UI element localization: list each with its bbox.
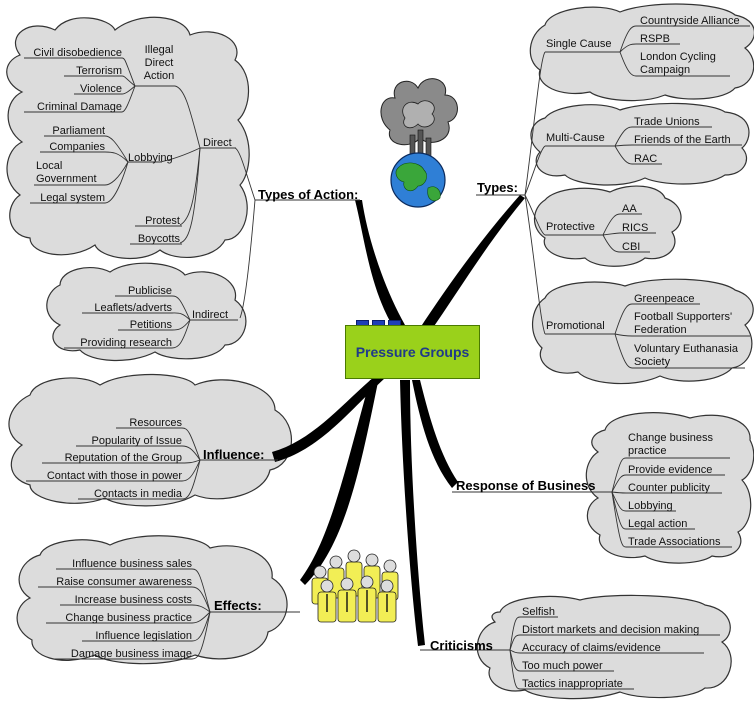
- cloud-response: [585, 412, 754, 564]
- central-topic[interactable]: Pressure Groups: [345, 325, 480, 379]
- main-branches: [272, 195, 525, 646]
- protective-item-1[interactable]: AA: [622, 203, 637, 215]
- branch-to-types-of-action: [355, 200, 405, 330]
- criticisms-item-4[interactable]: Too much power: [522, 660, 603, 672]
- response-item-4[interactable]: Lobbying: [628, 500, 673, 512]
- illegal-item-3[interactable]: Violence: [80, 83, 122, 95]
- multi-cause-item-1[interactable]: Trade Unions: [634, 116, 700, 128]
- promotional-item-2[interactable]: Football Supporters' Federation: [634, 311, 733, 336]
- lobbying-item-3[interactable]: Local Government: [36, 160, 97, 185]
- influence-item-3[interactable]: Reputation of the Group: [64, 452, 182, 464]
- direct-item-boycotts[interactable]: Boycotts: [137, 233, 180, 245]
- protective-label[interactable]: Protective: [546, 221, 595, 233]
- effects-item-1[interactable]: Influence business sales: [72, 558, 192, 570]
- influence-label[interactable]: Influence:: [203, 447, 265, 462]
- central-topic-label: Pressure Groups: [355, 344, 470, 360]
- multi-cause-label[interactable]: Multi-Cause: [546, 132, 605, 144]
- single-cause-item-3[interactable]: London Cycling Campaign: [640, 51, 716, 76]
- branch-to-influence: [272, 372, 385, 462]
- branch-to-effects: [300, 380, 378, 585]
- cloud-shapes: [6, 3, 754, 700]
- influence-item-4[interactable]: Contact with those in power: [46, 470, 182, 482]
- polluted-globe-icon: [380, 78, 458, 208]
- influence-item-5[interactable]: Contacts in media: [93, 488, 182, 500]
- single-cause-label[interactable]: Single Cause: [546, 38, 612, 50]
- types-of-action-label[interactable]: Types of Action:: [258, 187, 359, 202]
- indirect-item-2[interactable]: Leaflets/adverts: [94, 302, 172, 314]
- cloud-effects: [16, 535, 288, 665]
- single-cause-item-1[interactable]: Countryside Alliance: [640, 15, 740, 27]
- direct-item-protest[interactable]: Protest: [145, 215, 180, 227]
- cloud-direct-action: [6, 16, 250, 259]
- protective-item-3[interactable]: CBI: [622, 241, 641, 253]
- response-item-6[interactable]: Trade Associations: [628, 536, 721, 548]
- single-cause-item-2[interactable]: RSPB: [640, 33, 670, 45]
- response-item-3[interactable]: Counter publicity: [628, 482, 710, 494]
- promotional-item-1[interactable]: Greenpeace: [634, 293, 695, 305]
- criticisms-label[interactable]: Criticisms: [430, 638, 493, 653]
- multi-cause-item-3[interactable]: RAC: [634, 153, 658, 165]
- illegal-item-1[interactable]: Civil disobedience: [33, 47, 122, 59]
- response-item-2[interactable]: Provide evidence: [628, 464, 713, 476]
- protective-item-2[interactable]: RICS: [622, 222, 649, 234]
- branch-to-response: [412, 380, 458, 488]
- response-item-5[interactable]: Legal action: [628, 518, 688, 530]
- indirect-label[interactable]: Indirect: [192, 309, 229, 321]
- promotional-item-3[interactable]: Voluntary Euthanasia Society: [634, 343, 738, 368]
- cloud-indirect: [46, 262, 247, 361]
- influence-item-2[interactable]: Popularity of Issue: [91, 435, 183, 447]
- lobbying-item-2[interactable]: Companies: [49, 141, 105, 153]
- indirect-item-1[interactable]: Publicise: [127, 285, 172, 297]
- cloud-criticisms: [476, 594, 732, 700]
- illegal-item-4[interactable]: Criminal Damage: [37, 101, 122, 113]
- cloud-multi-cause: [530, 102, 750, 186]
- multi-cause-item-2[interactable]: Friends of the Earth: [634, 134, 731, 146]
- promotional-label[interactable]: Promotional: [546, 320, 605, 332]
- branch-to-types: [420, 195, 525, 332]
- effects-label[interactable]: Effects:: [214, 598, 262, 613]
- effects-item-5[interactable]: Influence legislation: [95, 630, 192, 642]
- response-item-1[interactable]: Change business practice: [628, 432, 714, 457]
- influence-item-1[interactable]: Resources: [129, 417, 182, 429]
- branch-to-criticisms: [400, 380, 425, 646]
- lobbying-item-1[interactable]: Parliament: [52, 125, 105, 137]
- cloud-influence: [8, 373, 292, 507]
- types-label[interactable]: Types:: [477, 180, 518, 195]
- effects-item-4[interactable]: Change business practice: [65, 612, 192, 624]
- effects-item-3[interactable]: Increase business costs: [74, 594, 192, 606]
- indirect-item-4[interactable]: Providing research: [80, 337, 172, 349]
- lobbying-item-4[interactable]: Legal system: [40, 192, 105, 204]
- indirect-item-3[interactable]: Petitions: [129, 319, 172, 331]
- response-of-business-label[interactable]: Response of Business: [456, 478, 596, 493]
- criticisms-item-3[interactable]: Accuracy of claims/evidence: [522, 642, 661, 654]
- effects-item-6[interactable]: Damage business image: [70, 648, 192, 660]
- lobbying-label[interactable]: Lobbying: [128, 152, 173, 164]
- criticisms-item-2[interactable]: Distort markets and decision making: [522, 624, 700, 636]
- thin-connectors: [24, 25, 750, 690]
- group-of-people-icon: [311, 549, 399, 623]
- criticisms-item-1[interactable]: Selfish: [522, 606, 556, 618]
- criticisms-item-5[interactable]: Tactics inappropriate: [522, 678, 623, 690]
- direct-label[interactable]: Direct: [203, 137, 232, 149]
- illegal-item-2[interactable]: Terrorism: [76, 65, 122, 77]
- illegal-direct-action-label[interactable]: Illegal Direct Action: [143, 44, 175, 82]
- effects-item-2[interactable]: Raise consumer awareness: [56, 576, 192, 588]
